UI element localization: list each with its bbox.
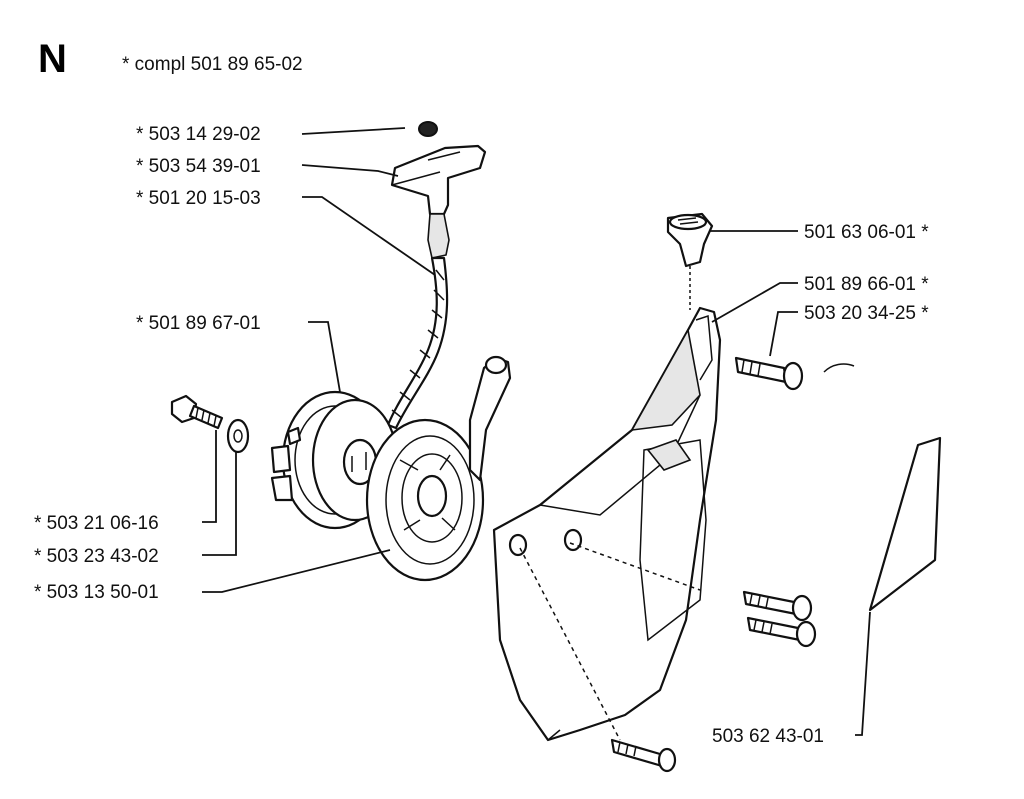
section-letter: N bbox=[38, 37, 67, 81]
pulley-washer bbox=[226, 418, 250, 454]
starter-pulley bbox=[270, 390, 399, 530]
leader-503-54-39-01 bbox=[301, 164, 399, 177]
label-503-14-29-02: * 503 14 29-02 bbox=[136, 124, 261, 145]
label-501-89-66-01: 501 89 66-01 * bbox=[804, 274, 929, 295]
label-503-13-50-01: * 503 13 50-01 bbox=[34, 582, 159, 603]
leader-503-14-29-02 bbox=[301, 127, 406, 135]
starter-handle bbox=[390, 144, 487, 259]
label-501-63-06-01: 501 63 06-01 * bbox=[804, 222, 929, 243]
alignment-line-1 bbox=[569, 542, 701, 591]
leader-503-23-43-02 bbox=[202, 452, 237, 556]
recoil-spring-housing bbox=[365, 355, 512, 582]
leader-503-21-06-16 bbox=[202, 430, 217, 523]
leader-501-89-67-01 bbox=[308, 321, 341, 393]
cover-screw-bottom bbox=[610, 738, 677, 773]
label-503-21-06-16: * 503 21 06-16 bbox=[34, 513, 159, 534]
label-503-20-34-25: 503 20 34-25 * bbox=[804, 303, 929, 324]
cover-screw-mid-2 bbox=[746, 616, 817, 648]
label-503-54-39-01: * 503 54 39-01 bbox=[136, 156, 261, 177]
leader-501-89-66-01 bbox=[711, 282, 798, 323]
handle-insert-cap bbox=[418, 121, 438, 137]
label-503-62-43-01: 503 62 43-01 bbox=[712, 726, 824, 747]
label-503-23-43-02: * 503 23 43-02 bbox=[34, 546, 159, 567]
leader-503-62-43-01 bbox=[855, 611, 871, 736]
arc-mark bbox=[823, 363, 855, 373]
complete-assembly-ref: * compl 501 89 65-02 bbox=[122, 54, 303, 75]
pulley-screw bbox=[170, 394, 224, 430]
cover-screw-mid-1 bbox=[742, 590, 813, 622]
leader-503-13-50-01 bbox=[202, 549, 391, 593]
label-501-89-67-01: * 501 89 67-01 bbox=[136, 313, 261, 334]
label-501-20-15-03: * 501 20 15-03 bbox=[136, 188, 261, 209]
leader-501-20-15-03 bbox=[302, 196, 436, 276]
cover-plug bbox=[666, 212, 714, 310]
leader-503-20-34-25 bbox=[769, 311, 798, 357]
cover-screw-top bbox=[734, 356, 804, 391]
starter-cover bbox=[492, 306, 722, 742]
starter-rope bbox=[386, 256, 449, 430]
warning-decal bbox=[868, 436, 942, 612]
